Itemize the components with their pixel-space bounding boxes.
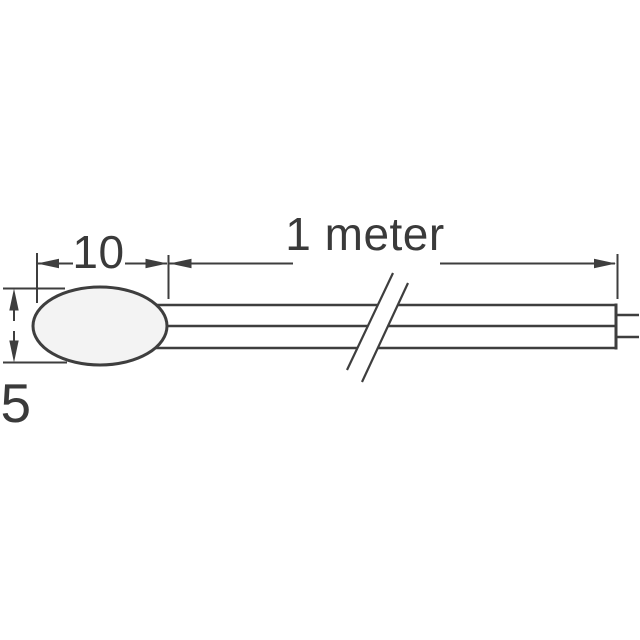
dimension-lead-length: 1 meter xyxy=(169,208,619,299)
thermistor-bead xyxy=(31,285,169,367)
cable-break-symbol xyxy=(346,272,409,383)
arrowhead-right-icon xyxy=(145,258,168,269)
arrowhead-down-icon xyxy=(9,340,19,363)
arrowhead-right-icon xyxy=(594,258,616,269)
arrowhead-left-icon xyxy=(169,258,192,269)
cable-break-mask xyxy=(347,273,408,382)
diagram-artwork: 10 1 meter 5 xyxy=(0,208,639,434)
cable-break-line-right xyxy=(361,282,409,383)
lead-length-label: 1 meter xyxy=(285,208,444,260)
bead-height-label: 5 xyxy=(0,372,31,434)
bead-length-label: 10 xyxy=(72,226,124,278)
cable-break-line-left xyxy=(346,272,394,371)
arrowhead-left-icon xyxy=(37,258,59,269)
dimension-bead-length: 10 xyxy=(36,226,170,303)
dimension-bead-height: 5 xyxy=(0,287,67,434)
cable-end xyxy=(614,303,639,350)
arrowhead-up-icon xyxy=(9,288,19,311)
